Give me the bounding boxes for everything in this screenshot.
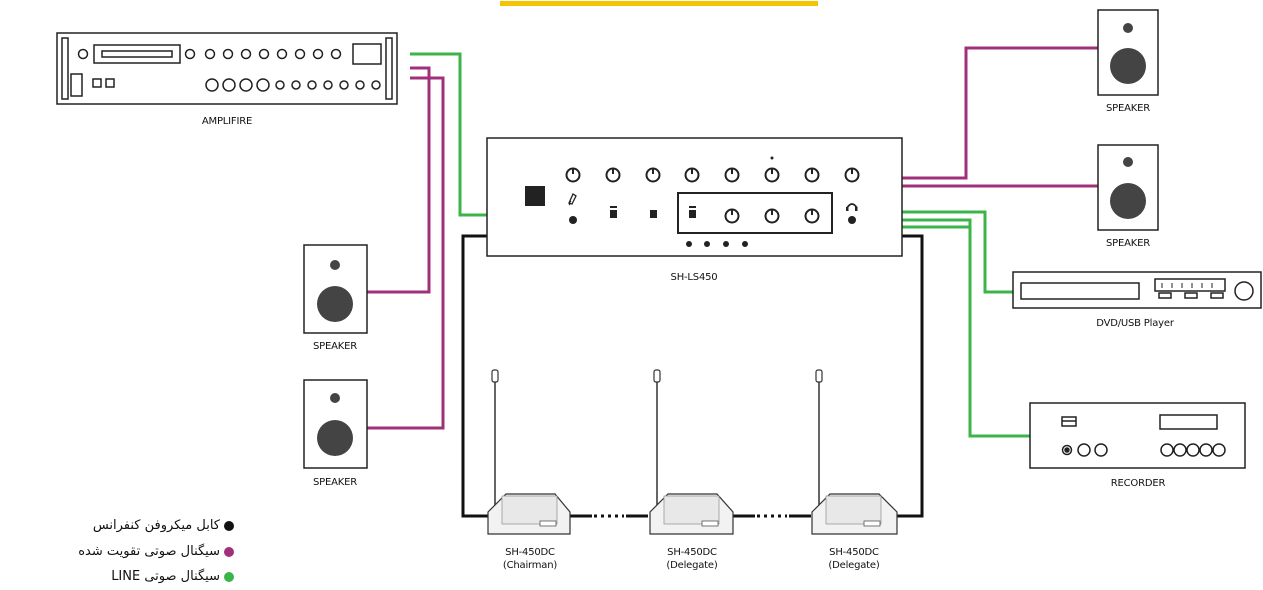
cable-mic-loop-left bbox=[461, 234, 488, 518]
unit-delegate-2-role: (Delegate) bbox=[828, 560, 880, 571]
speaker-label-top-right-2: SPEAKER bbox=[1106, 238, 1150, 249]
cable-mic-loop-right bbox=[897, 234, 924, 518]
legend-dot-purple bbox=[224, 546, 234, 557]
mixer-label: SH-LS450 bbox=[670, 272, 718, 283]
unit-chairman-model: SH-450DC bbox=[505, 547, 555, 558]
recorder bbox=[1029, 402, 1246, 469]
speaker-label-left-2: SPEAKER bbox=[313, 477, 357, 488]
legend-line-signal: سیگنال صوتی LINE bbox=[6, 569, 234, 584]
legend-mic-cable: کابل میکروفن کنفرانس bbox=[6, 518, 234, 533]
cable-mixer-to-dvd bbox=[902, 210, 1013, 294]
unit-delegate-1-model: SH-450DC bbox=[667, 547, 717, 558]
conference-unit-chairman bbox=[487, 369, 571, 535]
cable-amp-to-speaker-l1 bbox=[367, 66, 431, 294]
cable-mixer-to-speaker-r1 bbox=[902, 46, 1098, 180]
cable-amp-to-mixer bbox=[410, 52, 487, 217]
speaker-left-1 bbox=[303, 244, 368, 334]
amplifier bbox=[56, 32, 398, 105]
speaker-label-top-right-1: SPEAKER bbox=[1106, 103, 1150, 114]
speaker-label-left-1: SPEAKER bbox=[313, 341, 357, 352]
unit-delegate-1-role: (Delegate) bbox=[666, 560, 718, 571]
dvd-player bbox=[1012, 271, 1262, 309]
dvd-player-label: DVD/USB Player bbox=[1096, 318, 1174, 329]
unit-chairman-role: (Chairman) bbox=[502, 560, 558, 571]
cable-amp-to-speaker-l2 bbox=[367, 76, 445, 430]
conference-unit-delegate-1 bbox=[649, 369, 734, 535]
amplifier-label: AMPLIFIRE bbox=[201, 116, 253, 127]
legend-mic-cable-text: کابل میکروفن کنفرانس bbox=[92, 518, 220, 533]
legend-dot-black bbox=[224, 520, 234, 531]
cable-mixer-to-recorder bbox=[902, 218, 1030, 438]
legend-amplified-signal-text: سیگنال صوتی تقویت شده bbox=[78, 544, 220, 559]
legend-line-signal-text: سیگنال صوتی LINE bbox=[111, 569, 220, 584]
mixer-unit bbox=[486, 137, 903, 257]
conference-unit-delegate-2 bbox=[811, 369, 898, 535]
speaker-left-2 bbox=[303, 379, 368, 469]
recorder-label: RECORDER bbox=[1110, 478, 1166, 489]
speaker-top-right-1 bbox=[1097, 9, 1159, 96]
speaker-top-right-2 bbox=[1097, 144, 1159, 231]
legend-dot-green bbox=[224, 571, 234, 582]
legend-amplified-signal: سیگنال صوتی تقویت شده bbox=[6, 544, 234, 559]
accent-bar bbox=[500, 1, 818, 6]
unit-delegate-2-model: SH-450DC bbox=[829, 547, 879, 558]
